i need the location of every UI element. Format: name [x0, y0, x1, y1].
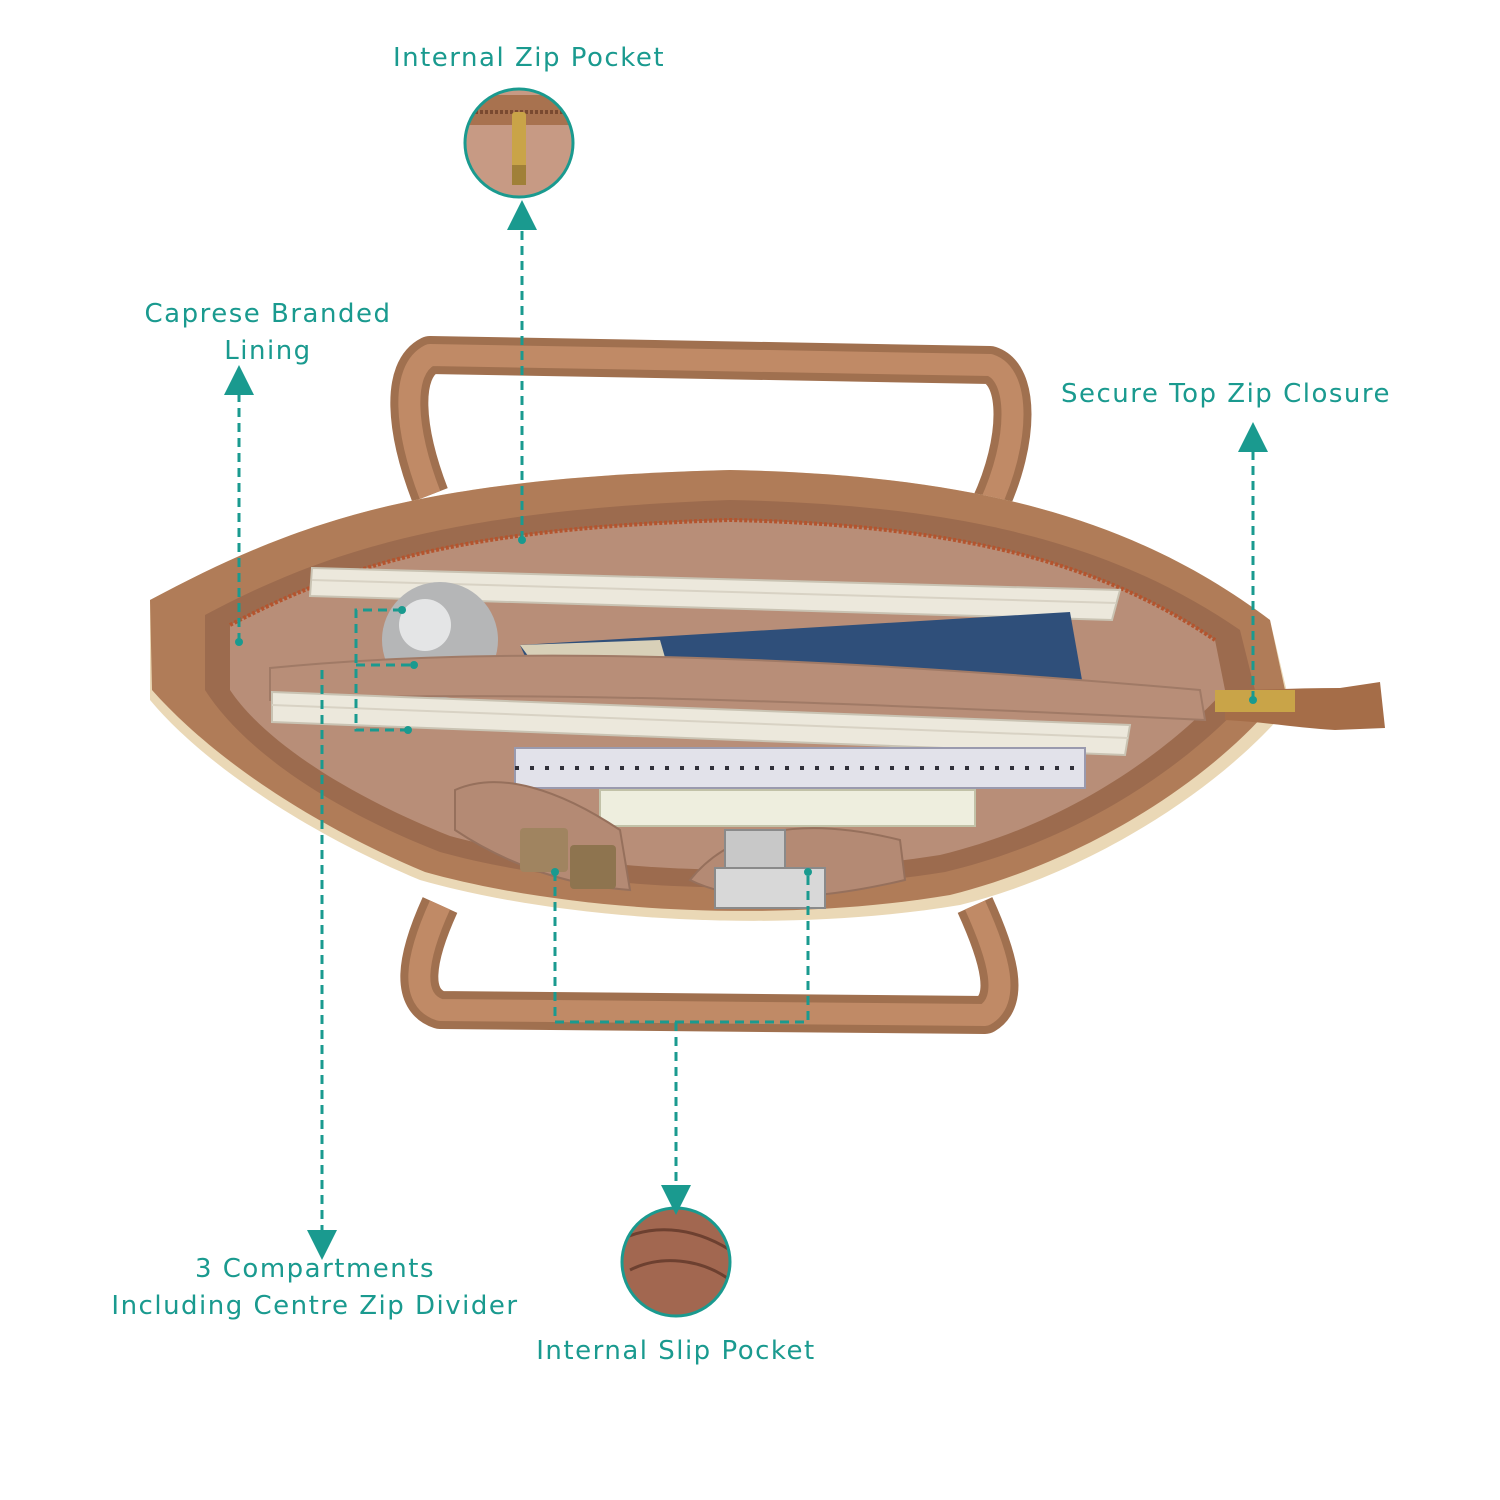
leader-slip-bracket	[553, 872, 810, 1024]
zip-pull-detail	[463, 87, 575, 199]
slip-pocket-detail	[620, 1206, 732, 1318]
leader-compartments-bracket	[354, 608, 408, 732]
bag-contents	[269, 566, 1385, 909]
label-internal-zip-pocket: Internal Zip Pocket	[392, 43, 666, 73]
leader-dots	[235, 536, 1257, 876]
callout-leaders	[224, 200, 1268, 1260]
label-internal-slip-pocket: Internal Slip Pocket	[536, 1336, 816, 1366]
bag-handles	[390, 336, 1032, 1034]
label-compartments: 3 Compartments Including Centre Zip Divi…	[111, 1254, 519, 1321]
label-branded-lining: Caprese Branded Lining	[144, 299, 392, 366]
label-top-zip-closure: Secure Top Zip Closure	[1060, 379, 1392, 409]
